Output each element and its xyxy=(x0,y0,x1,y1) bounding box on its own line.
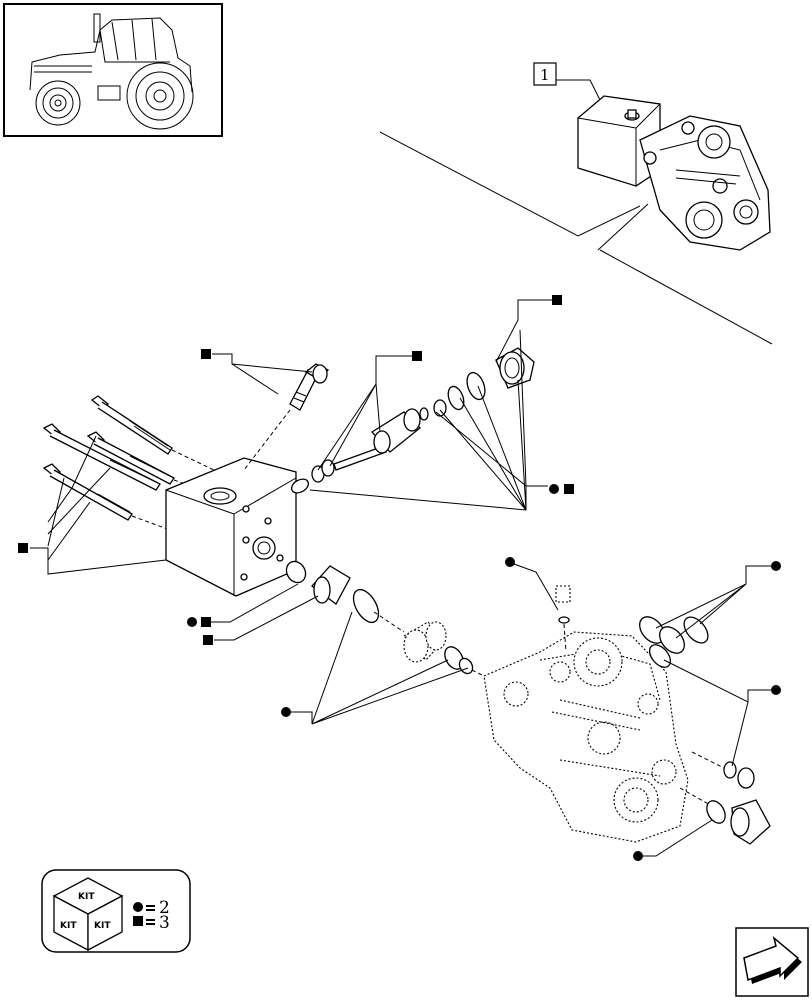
legend-circle-quantity: 2 xyxy=(159,898,170,918)
tractor-thumbnail[interactable] xyxy=(3,3,223,137)
circle-marker xyxy=(505,557,515,567)
square-marker xyxy=(201,617,211,627)
pressure-switch xyxy=(243,363,330,471)
square-marker xyxy=(18,543,28,553)
circle-marker xyxy=(549,484,559,494)
legend-square-quantity: 3 xyxy=(159,913,170,933)
kit-markers xyxy=(18,295,781,861)
bolt-set xyxy=(42,395,215,531)
kit-cube-icon: KIT KIT KIT xyxy=(52,877,124,952)
solenoid-block xyxy=(165,457,297,597)
square-marker xyxy=(552,295,562,305)
leader-lines xyxy=(30,299,772,857)
callout-box-1[interactable]: 1 xyxy=(533,62,557,86)
circle-marker xyxy=(771,561,781,571)
square-marker xyxy=(564,484,574,494)
square-marker xyxy=(412,351,422,361)
tractor-icon xyxy=(29,13,194,130)
next-page-arrow-icon xyxy=(743,935,802,984)
kit-legend: KIT KIT KIT 2 3 xyxy=(41,869,191,953)
circle-marker xyxy=(281,707,291,717)
spool-parts xyxy=(290,347,535,494)
next-page-button[interactable] xyxy=(735,927,809,997)
legend-square-symbol xyxy=(133,916,143,926)
square-marker xyxy=(201,349,211,359)
valve-assembly-overview xyxy=(577,95,771,251)
legend-circle-symbol xyxy=(133,902,143,912)
kit-label-left: KIT xyxy=(60,921,77,931)
valve-body xyxy=(483,585,689,843)
circle-marker xyxy=(187,617,197,627)
callout-label: 1 xyxy=(540,66,550,84)
circle-marker xyxy=(633,851,643,861)
kit-label-right: KIT xyxy=(94,921,111,931)
kit-label-top: KIT xyxy=(78,892,95,902)
right-orings xyxy=(639,616,771,845)
circle-marker xyxy=(771,685,781,695)
square-marker xyxy=(203,635,213,645)
lower-spool-parts xyxy=(285,560,489,679)
